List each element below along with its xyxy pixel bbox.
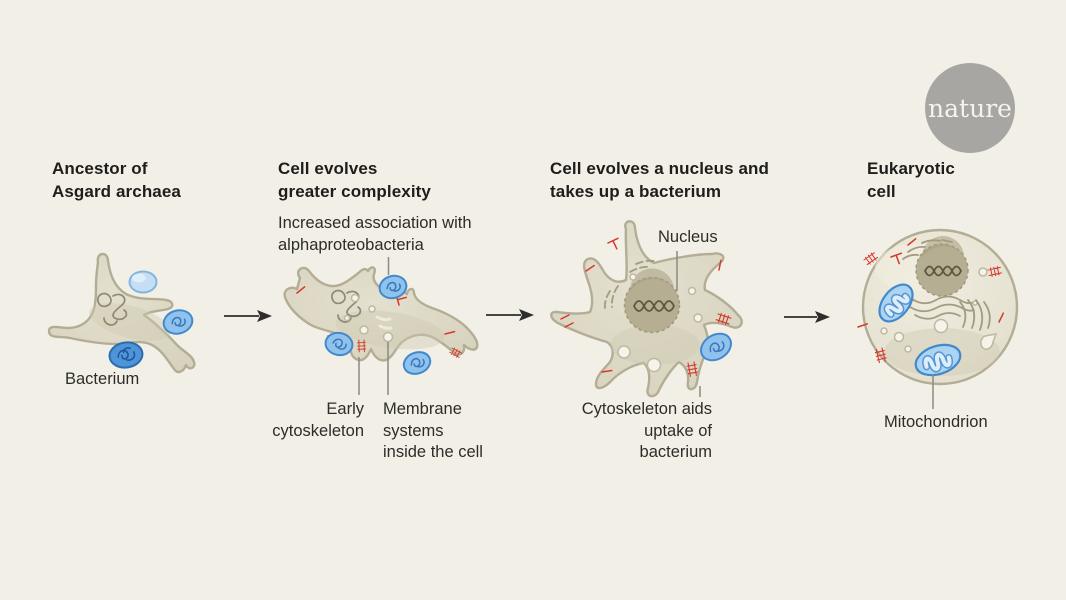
leader-lines <box>358 251 934 409</box>
label-nucleus: Nucleus <box>658 228 718 246</box>
label-cytoskeleton-uptake: Cytoskeleton aids uptake of bacterium <box>581 400 712 461</box>
alphaproteobacterium-bottom <box>402 351 432 375</box>
mitochondrion-lower <box>914 343 962 377</box>
bacterium-being-engulfed <box>700 332 732 362</box>
stage-title-ancestor: Ancestor of Asgard archaea <box>52 159 181 201</box>
nucleus-organelle <box>623 268 681 334</box>
nature-logo-text: nature <box>928 93 1012 123</box>
eukaryotic-cell <box>857 228 1019 386</box>
golgi-apparatus <box>959 299 991 331</box>
alphaproteobacterium-left <box>324 331 354 357</box>
arrow-right-icon <box>224 310 272 322</box>
bacterium-free-dark <box>108 341 144 369</box>
label-early-cytoskeleton: Early cytoskeleton <box>272 400 364 440</box>
stage-title-eukaryote: Eukaryotic cell <box>867 159 955 201</box>
bacterium-free-mid <box>162 309 194 335</box>
label-mitochondrion: Mitochondrion <box>884 413 988 431</box>
complex-dna <box>331 289 362 323</box>
alphaproteobacterium-top <box>378 274 408 300</box>
mitochondrion-upper <box>878 283 914 323</box>
label-bacterium: Bacterium <box>65 370 140 388</box>
stage-title-nucleus: Cell evolves a nucleus and takes up a ba… <box>550 159 769 201</box>
stage-title-complexity: Cell evolves greater complexity <box>278 159 431 201</box>
label-membrane-systems: Membrane systems inside the cell <box>383 400 483 461</box>
nucleus-organelle <box>915 235 969 297</box>
arrow-right-icon <box>486 309 534 321</box>
complex-cell <box>283 266 479 375</box>
nature-logo: nature <box>925 63 1015 153</box>
membrane-vesicle <box>382 331 394 343</box>
arrow-right-icon <box>784 311 830 323</box>
bacterium-free-light <box>128 270 158 294</box>
nucleated-cell <box>550 220 743 398</box>
archaea-dna <box>97 292 128 326</box>
label-alphaproteobacteria: Increased association with alphaproteoba… <box>278 214 472 254</box>
archaea-cell <box>47 252 196 374</box>
